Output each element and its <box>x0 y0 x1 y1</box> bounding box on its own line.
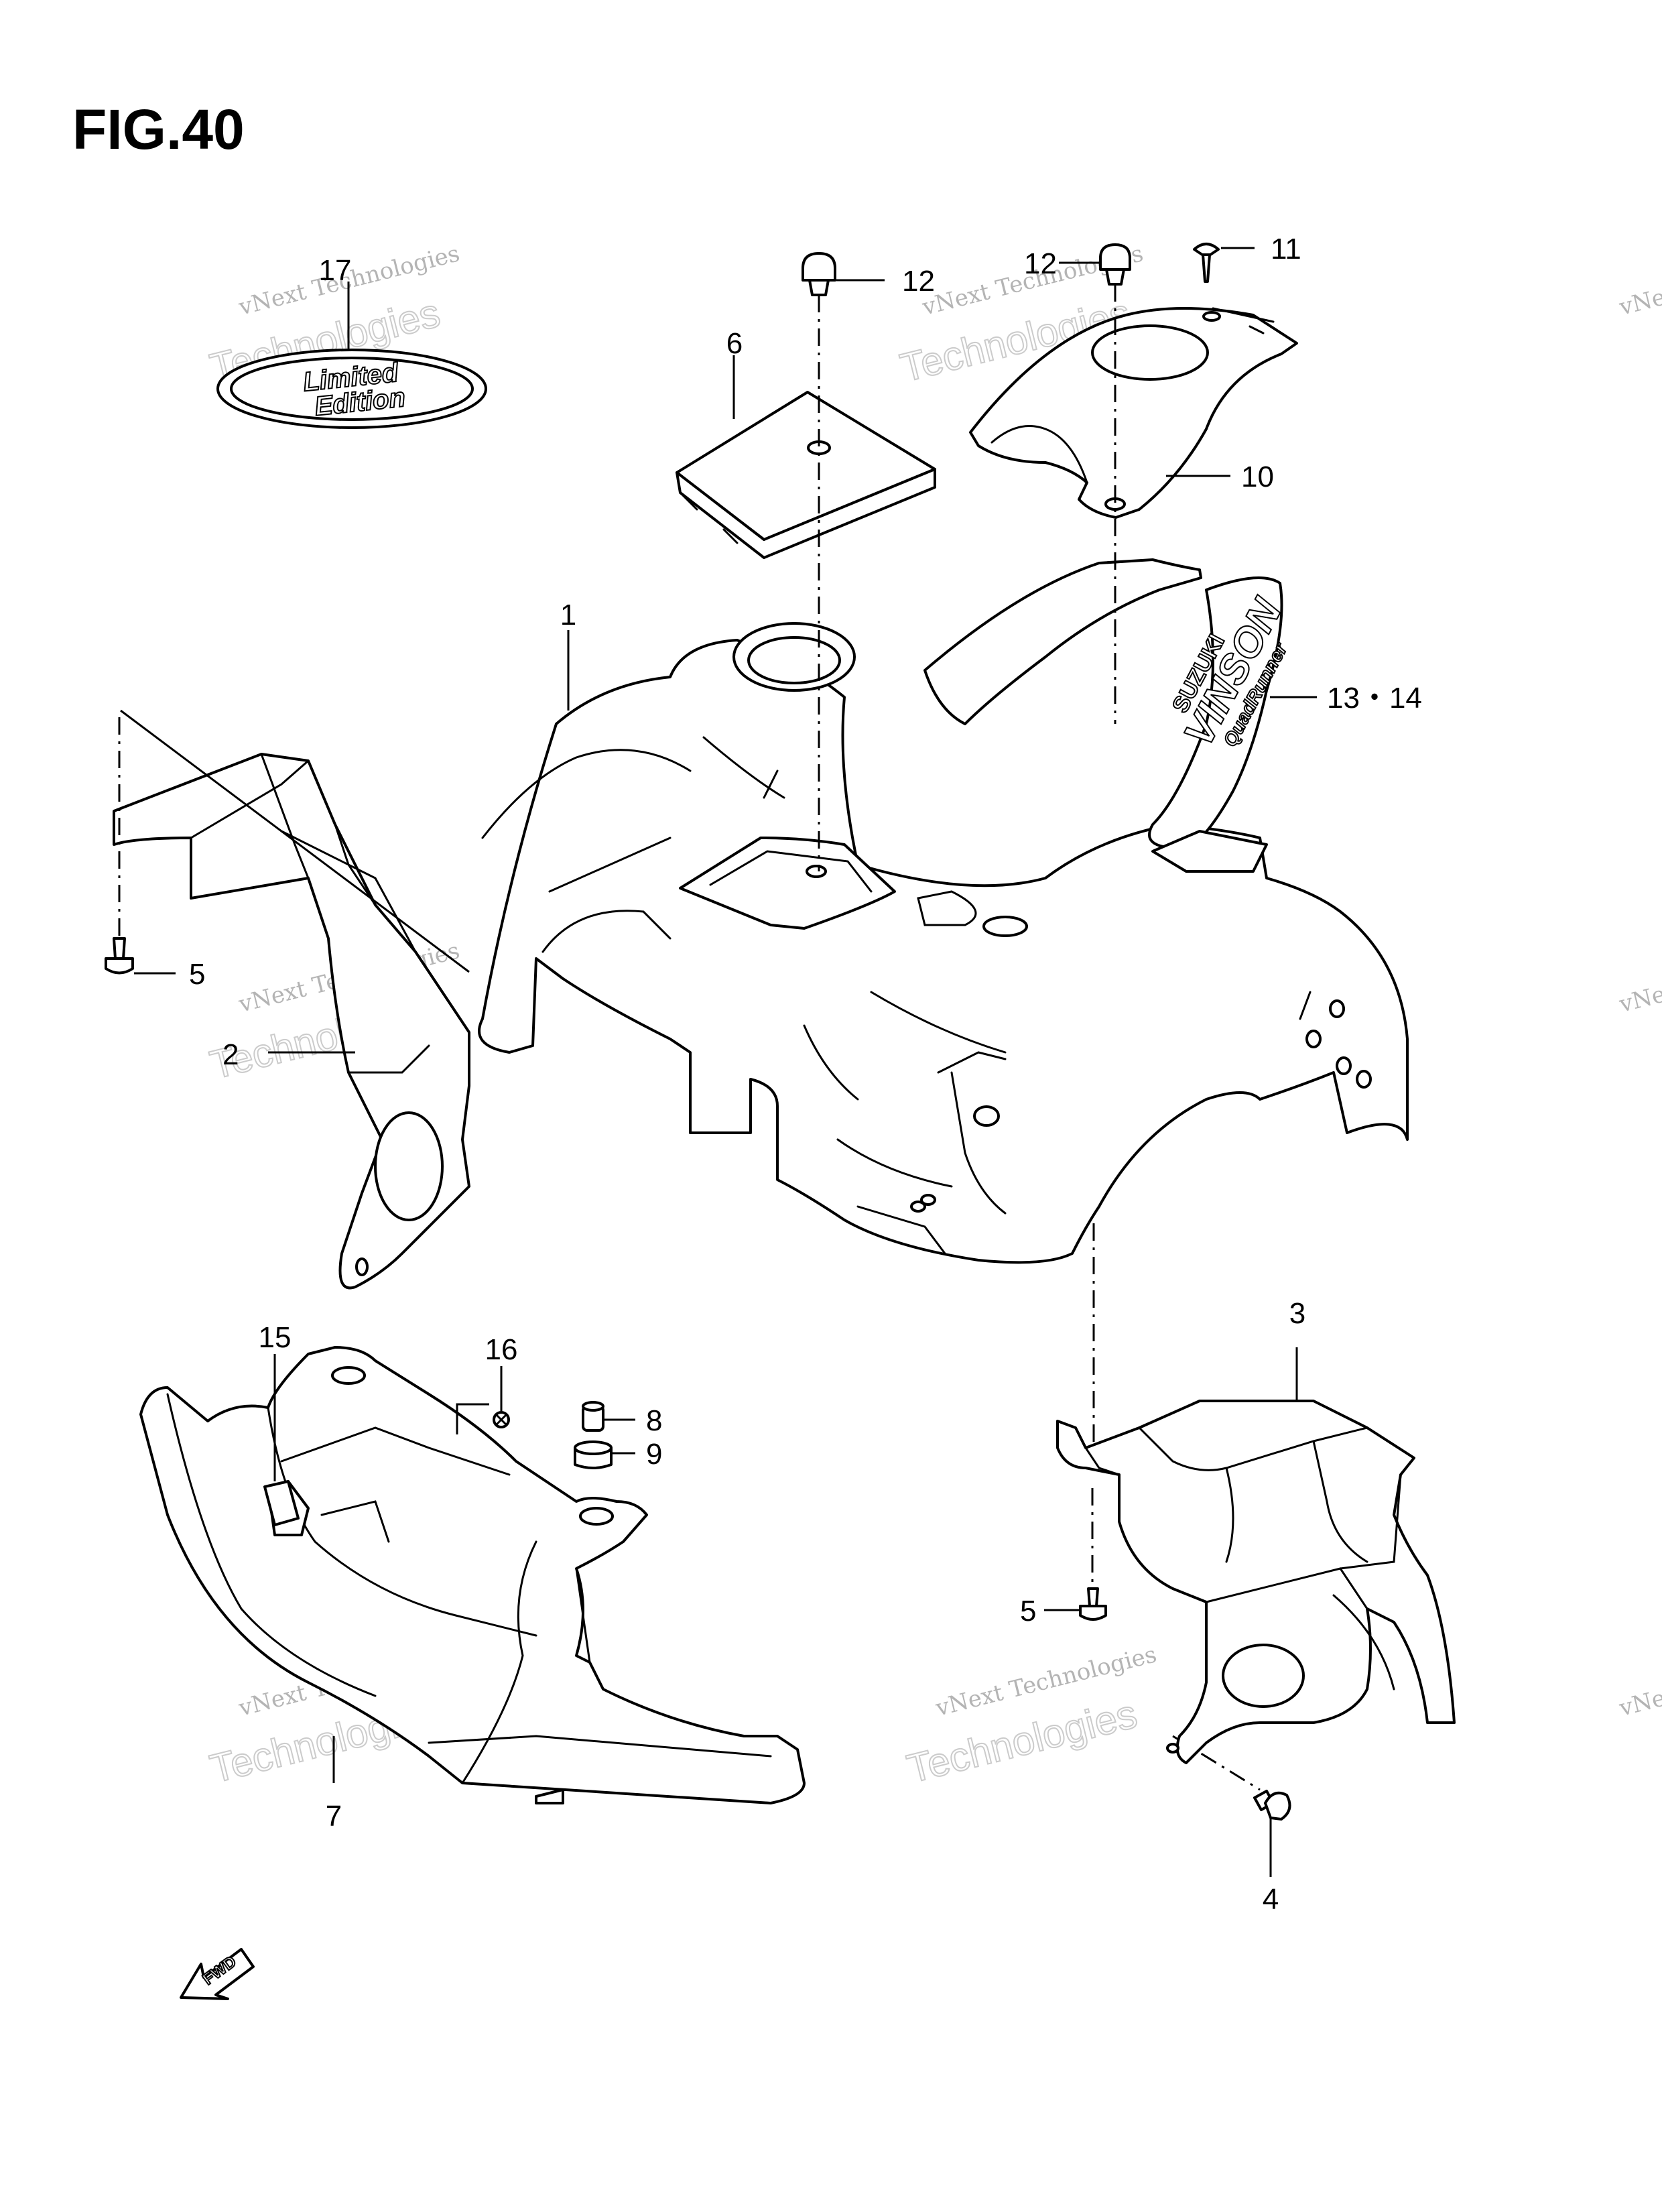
callout-12b: 12 <box>1024 247 1057 280</box>
watermark-text: vNext <box>1616 1679 1662 1722</box>
part-3-right-guard[interactable] <box>1056 1400 1456 1764</box>
part-6-lid[interactable] <box>676 391 936 559</box>
callout-5b: 5 <box>1020 1595 1036 1627</box>
callout-12a: 12 <box>902 265 935 298</box>
callout-15: 15 <box>259 1321 292 1354</box>
part-17-emblem[interactable]: Limited Edition <box>216 349 487 429</box>
part-4-bolt[interactable] <box>1253 1790 1291 1821</box>
callout-6: 6 <box>726 327 743 360</box>
part-5-screw-left[interactable] <box>105 937 134 975</box>
callout-16: 16 <box>485 1333 518 1366</box>
callout-17: 17 <box>319 254 352 287</box>
figure-title: FIG.40 <box>72 98 245 161</box>
leader-16-ref <box>456 1403 489 1434</box>
callout-13-14: 13・14 <box>1327 682 1422 715</box>
part-12-bolt-left[interactable] <box>802 252 836 296</box>
watermark-text: vNext <box>1616 278 1662 321</box>
part-15-clip[interactable] <box>263 1480 300 1526</box>
part-9-grommet[interactable] <box>574 1440 613 1469</box>
part-5-screw-right[interactable] <box>1079 1587 1107 1621</box>
callout-7: 7 <box>326 1800 342 1833</box>
watermark-text: vNext <box>1616 975 1662 1018</box>
part-1-front-fender[interactable]: SUZUKI VINSON QuadRunner <box>478 558 1409 1264</box>
callout-4: 4 <box>1263 1883 1279 1916</box>
part-7-front-guard[interactable] <box>139 1346 806 1804</box>
part-8-spacer[interactable] <box>582 1401 604 1432</box>
fwd-arrow: FWD <box>180 1948 255 2000</box>
callout-8: 8 <box>646 1404 662 1437</box>
callout-5a: 5 <box>189 958 205 991</box>
callout-3: 3 <box>1289 1297 1305 1330</box>
callout-labels: 17 6 12 12 11 10 1 13・14 5 2 15 16 8 9 3… <box>189 233 1422 1916</box>
callout-10: 10 <box>1241 460 1274 493</box>
part-11-screw[interactable] <box>1193 243 1220 283</box>
leader-2-diag <box>120 709 470 973</box>
part-12-bolt-right[interactable] <box>1099 243 1131 286</box>
callout-11: 11 <box>1271 233 1301 265</box>
part-16-nut[interactable] <box>493 1411 510 1428</box>
callout-2: 2 <box>222 1038 239 1071</box>
part-2-left-guard[interactable] <box>113 753 470 1290</box>
callout-1: 1 <box>560 599 576 631</box>
callout-9: 9 <box>646 1438 662 1471</box>
